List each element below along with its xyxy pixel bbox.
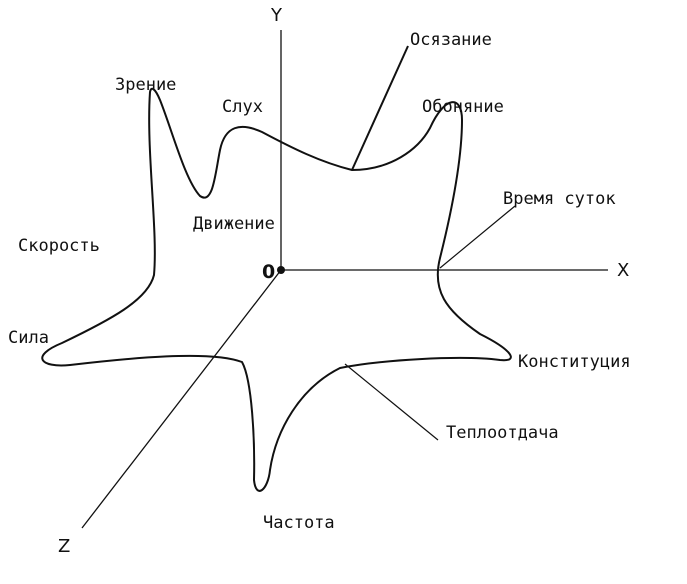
y-axis-label: Y [270, 5, 283, 26]
time-of-day-leader [439, 205, 516, 269]
origin-label: 0 [262, 261, 275, 283]
label-strength: Сила [8, 328, 49, 348]
label-touch: Осязание [410, 30, 492, 50]
label-smell: Обоняние [422, 97, 504, 117]
heat-transfer-leader [344, 363, 439, 441]
sensory-profile-curve [41, 87, 512, 492]
label-heat-transfer: Теплоотдача [446, 423, 559, 443]
x-axis-label: X [617, 260, 629, 281]
label-constitution: Конституция [518, 352, 631, 372]
z-axis-label: Z [58, 536, 70, 557]
touch-leader [351, 45, 409, 171]
origin-point [277, 266, 285, 274]
label-frequency: Частота [263, 513, 335, 533]
label-movement: Движение [193, 214, 275, 234]
label-hearing: Слух [222, 97, 263, 117]
label-vision: Зрение [115, 75, 176, 95]
z-axis [81, 269, 282, 529]
label-speed: Скорость [18, 236, 100, 256]
label-time-of-day: Время суток [503, 189, 616, 209]
